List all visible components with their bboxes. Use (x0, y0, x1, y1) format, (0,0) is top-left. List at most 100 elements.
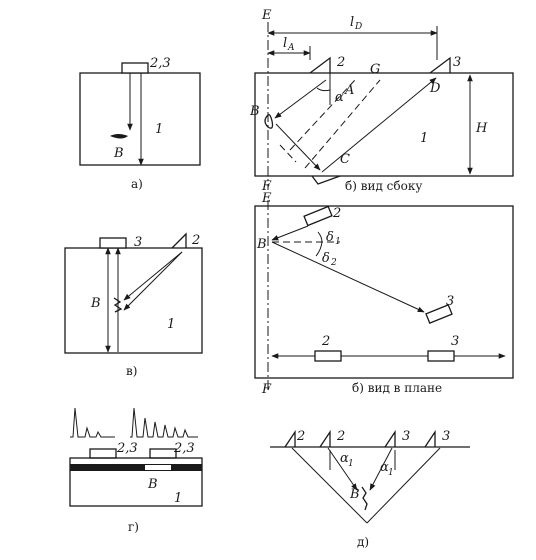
panel-d: 2 2 3 3 α 1 α 1 B д) (270, 429, 470, 549)
panel-d-label-3b: 3 (442, 429, 450, 444)
panel-a-defect (110, 134, 128, 139)
panel-d-probe-3b (424, 429, 436, 448)
panel-g-label-right: 2,3 (173, 441, 195, 456)
panel-b-plan-label-delta1: δ (326, 230, 334, 245)
panel-v-label-part: 1 (167, 317, 175, 332)
panel-b-side-label-ld-sub: D (354, 22, 362, 32)
panel-d-sub-left: 1 (348, 459, 354, 469)
panel-g-label-b: B (147, 477, 158, 492)
panel-d-label-2b: 2 (336, 429, 345, 444)
panel-b-plan-arc-d1 (317, 231, 323, 243)
panel-d-beam-2a (291, 447, 368, 524)
panel-d-probe-2b (319, 429, 331, 448)
panel-b-side-label-e: E (261, 8, 272, 23)
panel-b-side-beam-a-to-b (274, 79, 327, 119)
panel-b-plan-sub-2: 2 (330, 258, 337, 268)
panel-v-label-2: 2 (191, 233, 200, 248)
panel-b-side-label-b: B (249, 104, 260, 119)
panel-g-defect (145, 465, 171, 470)
panel-d-beam-2b (327, 447, 358, 491)
panel-b-side-label-a: A (344, 83, 354, 98)
panel-a: 2,3 1 B а) (79, 56, 201, 191)
panel-b-side-part (254, 72, 514, 177)
panel-v: 3 2 B 1 в) (64, 232, 203, 378)
panel-b-plan-label-delta2: δ (322, 251, 330, 266)
panel-b-side-probe-bottom (311, 175, 341, 185)
panel-d-beam-3a (369, 447, 393, 491)
panel-b-side-caption: б) вид сбоку (345, 179, 422, 193)
panel-b-plan-probe-2 (303, 205, 333, 227)
panel-g: 2,3 2,3 B 1 г) (69, 407, 203, 534)
panel-b-side-dash-g2 (289, 79, 356, 151)
panel-g-caption: г) (128, 520, 139, 534)
panel-d-probe-2a (284, 429, 296, 448)
panel-b-plan-part (254, 205, 514, 379)
panel-v-caption: в) (126, 364, 137, 378)
panel-b-plan-label-2b: 2 (321, 334, 330, 349)
panel-d-label-2a: 2 (296, 429, 305, 444)
panel-b-side-label-3: 3 (453, 55, 461, 70)
panel-v-probe-3 (99, 237, 127, 249)
panel-d-label-alpha-left: α (340, 451, 349, 466)
panel-b-plan-label-f: F (261, 382, 272, 397)
panel-v-label-3: 3 (134, 235, 142, 250)
panel-d-probe-3a (384, 429, 396, 448)
panel-d-label-b: B (349, 487, 360, 502)
panel-g-layer (70, 464, 202, 471)
panel-b-side-beam-c-to-d (321, 77, 437, 173)
panel-v-label-b: B (90, 296, 101, 311)
panel-b-side-label-la-sub: A (287, 43, 295, 53)
panel-d-defect (361, 486, 368, 511)
panel-d-caption: д) (357, 535, 369, 549)
panel-b-plan-label-e: E (261, 191, 272, 206)
panel-g-label-part: 1 (174, 491, 182, 506)
panel-b-side-label-g: G (370, 62, 380, 77)
panel-v-beam-angle-2 (123, 251, 183, 311)
panel-b-plan-beam-2 (271, 225, 309, 241)
panel-v-beam-angle-1 (123, 251, 183, 301)
panel-d-label-3a: 3 (402, 429, 410, 444)
panel-b-plan-label-2: 2 (332, 206, 341, 221)
panel-b-side-label-d: D (429, 81, 441, 96)
panel-d-beam-3b (366, 447, 441, 524)
panel-b-plan-probe-3 (425, 304, 453, 324)
panel-b-plan-arc-d2 (315, 241, 323, 257)
panel-b-side-probe-2 (309, 56, 331, 74)
panel-b-side-angle-arc (316, 87, 331, 92)
panel-b-side-label-2: 2 (336, 55, 345, 70)
panel-b-side-label-part: 1 (420, 131, 428, 146)
panel-b-plan-caption: б) вид в плане (352, 381, 442, 395)
panel-a-part (79, 72, 201, 166)
panel-g-pulse-left (70, 407, 115, 438)
panel-d-label-alpha-right: α (380, 460, 389, 475)
panel-b-side-label-h: H (475, 121, 488, 136)
panel-b-plan-label-3b: 3 (451, 334, 459, 349)
panel-a-label-part: 1 (155, 122, 163, 137)
panel-b-plan-label-3: 3 (446, 294, 454, 309)
panel-b-side-label-c: C (340, 152, 350, 167)
panel-b-side-label-la: l (283, 36, 287, 51)
panel-v-part (64, 247, 203, 354)
panel-g-part (69, 457, 203, 507)
panel-b-side-label-alpha: α (335, 90, 344, 105)
panel-b-plan: E F 2 3 B δ 1 δ 2 2 3 б) вид в плане (254, 191, 514, 397)
panel-b-side: E F l D l A 2 3 H B α A (249, 8, 514, 194)
panel-a-label-transducer: 2,3 (149, 56, 171, 71)
panel-g-pulse-right (130, 407, 198, 438)
panel-g-probe-left (89, 448, 117, 459)
panel-g-probe-right (149, 448, 177, 459)
panel-b-plan-probe-3b (427, 350, 455, 362)
panel-a-transducer (121, 62, 149, 74)
panel-b-plan-sub-1: 1 (335, 237, 341, 247)
panel-b-plan-probe-2b (314, 350, 342, 362)
panel-a-label-defect: B (113, 146, 124, 161)
panel-b-side-label-f: F (261, 179, 272, 194)
panel-b-plan-beam-3 (271, 241, 425, 313)
panel-b-side-probe-3 (429, 56, 451, 74)
panel-v-probe-2 (171, 232, 187, 249)
panel-b-side-defect (264, 113, 274, 129)
panel-b-side-beam-b-to-c (275, 123, 321, 171)
panel-v-defect (113, 297, 123, 313)
panel-g-label-left: 2,3 (116, 441, 138, 456)
